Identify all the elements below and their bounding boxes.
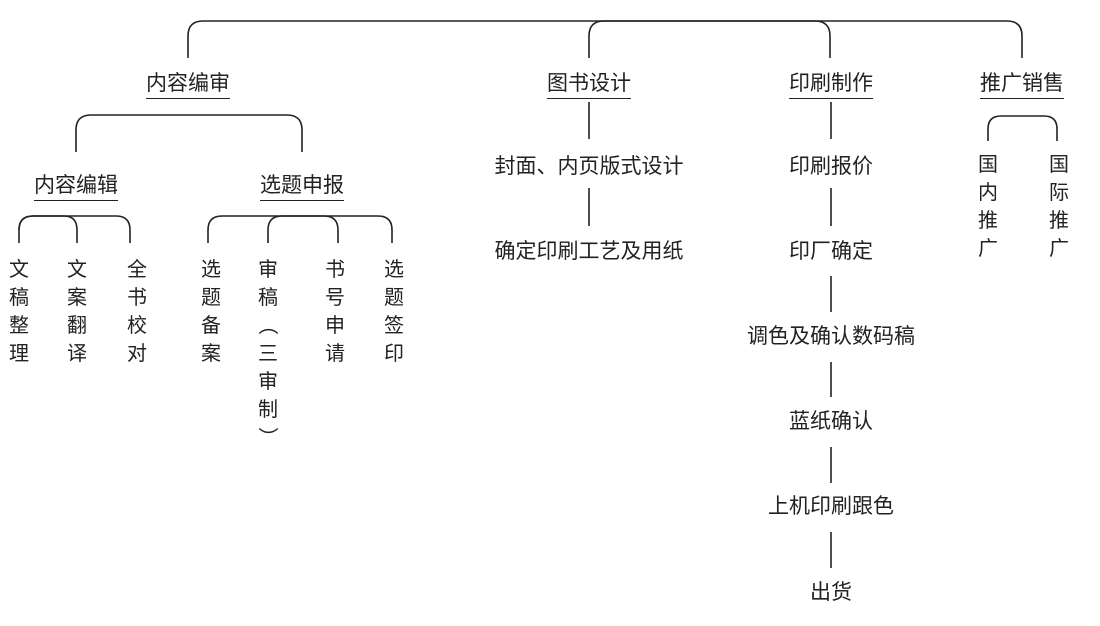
leaf-char: 书: [325, 257, 345, 281]
leaf-char: 题: [384, 285, 404, 309]
leaf-char: 请: [325, 341, 345, 365]
leaf-label: 全书校对: [125, 255, 149, 367]
leaf-char: 文: [9, 257, 29, 281]
leaf-char: 广: [1049, 236, 1069, 260]
section-title-promotion-sales: 推广销售: [980, 71, 1064, 99]
leaf-char: 选: [384, 257, 404, 281]
leaf-char: 内: [978, 180, 998, 204]
leaf-char: 翻: [67, 313, 87, 337]
leaf-char: 推: [978, 208, 998, 232]
leaf-char: 理: [9, 341, 29, 365]
leaf-char: 译: [67, 341, 87, 365]
leaf-char: 稿: [258, 285, 278, 309]
leaf-label: 文案翻译: [65, 255, 89, 367]
subsection-title-topic-application: 选题申报: [260, 173, 344, 201]
design-step: 确定印刷工艺及用纸: [494, 239, 684, 263]
leaf-char: 广: [978, 236, 998, 260]
leaf-char: 申: [325, 313, 345, 337]
section-title-print-production: 印刷制作: [789, 71, 873, 99]
leaf-label: 书号申请: [323, 255, 347, 367]
section-title-book-design: 图书设计: [547, 71, 631, 99]
leaf-char: 选: [201, 257, 221, 281]
subsection-title-content-editing: 内容编辑: [34, 173, 118, 201]
leaf-label: 选题备案: [199, 255, 223, 367]
leaf-label: 文稿整理: [7, 255, 31, 367]
leaf-char: 号: [325, 285, 345, 309]
leaf-char: 印: [384, 341, 404, 365]
print-step: 印刷报价: [789, 154, 873, 178]
print-step: 上机印刷跟色: [768, 494, 894, 518]
print-step: 调色及确认数码稿: [747, 324, 915, 348]
leaf-char: 审: [258, 257, 278, 281]
leaf-char: 书: [127, 285, 147, 309]
leaf-char: 制: [258, 397, 278, 421]
print-step: 印厂确定: [789, 239, 873, 263]
leaf-char: 三: [258, 341, 278, 365]
section-title-content-review: 内容编审: [146, 71, 230, 99]
leaf-char: 全: [127, 257, 147, 281]
leaf-label: 国内推广: [976, 150, 1000, 262]
leaf-char: 整: [9, 313, 29, 337]
leaf-char: 案: [201, 341, 221, 365]
leaf-char: ）: [256, 427, 280, 447]
leaf-label: 国际推广: [1047, 150, 1071, 262]
leaf-char: 审: [258, 369, 278, 393]
leaf-char: 签: [384, 313, 404, 337]
design-step: 封面、内页版式设计: [494, 154, 684, 178]
leaf-char: （: [256, 315, 280, 335]
leaf-char: 备: [201, 313, 221, 337]
leaf-char: 国: [978, 152, 998, 176]
leaf-char: 对: [127, 341, 147, 365]
leaf-char: 稿: [9, 285, 29, 309]
leaf-char: 际: [1049, 180, 1069, 204]
leaf-char: 推: [1049, 208, 1069, 232]
leaf-char: 题: [201, 285, 221, 309]
leaf-char: 文: [67, 257, 87, 281]
leaf-label: 审稿（三审制）: [256, 255, 280, 451]
leaf-label: 选题签印: [382, 255, 406, 367]
leaf-char: 国: [1049, 152, 1069, 176]
leaf-char: 案: [67, 285, 87, 309]
leaf-char: 校: [127, 313, 147, 337]
print-step: 蓝纸确认: [789, 409, 873, 433]
print-step: 出货: [810, 580, 852, 604]
